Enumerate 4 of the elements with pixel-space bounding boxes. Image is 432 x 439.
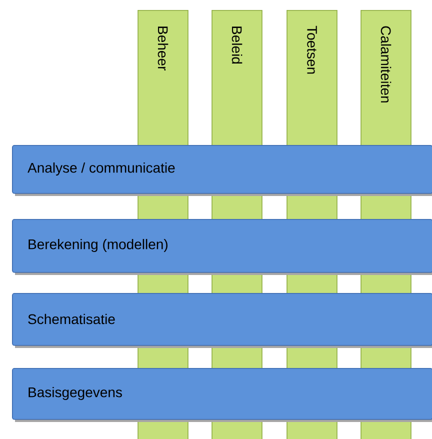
layer-bar: Basisgegevens: [12, 368, 432, 422]
layer-bar: Berekening (modellen): [12, 219, 432, 275]
layer-bar: Schematisatie: [12, 293, 432, 348]
layer-bar: Analyse / communicatie: [12, 145, 432, 196]
